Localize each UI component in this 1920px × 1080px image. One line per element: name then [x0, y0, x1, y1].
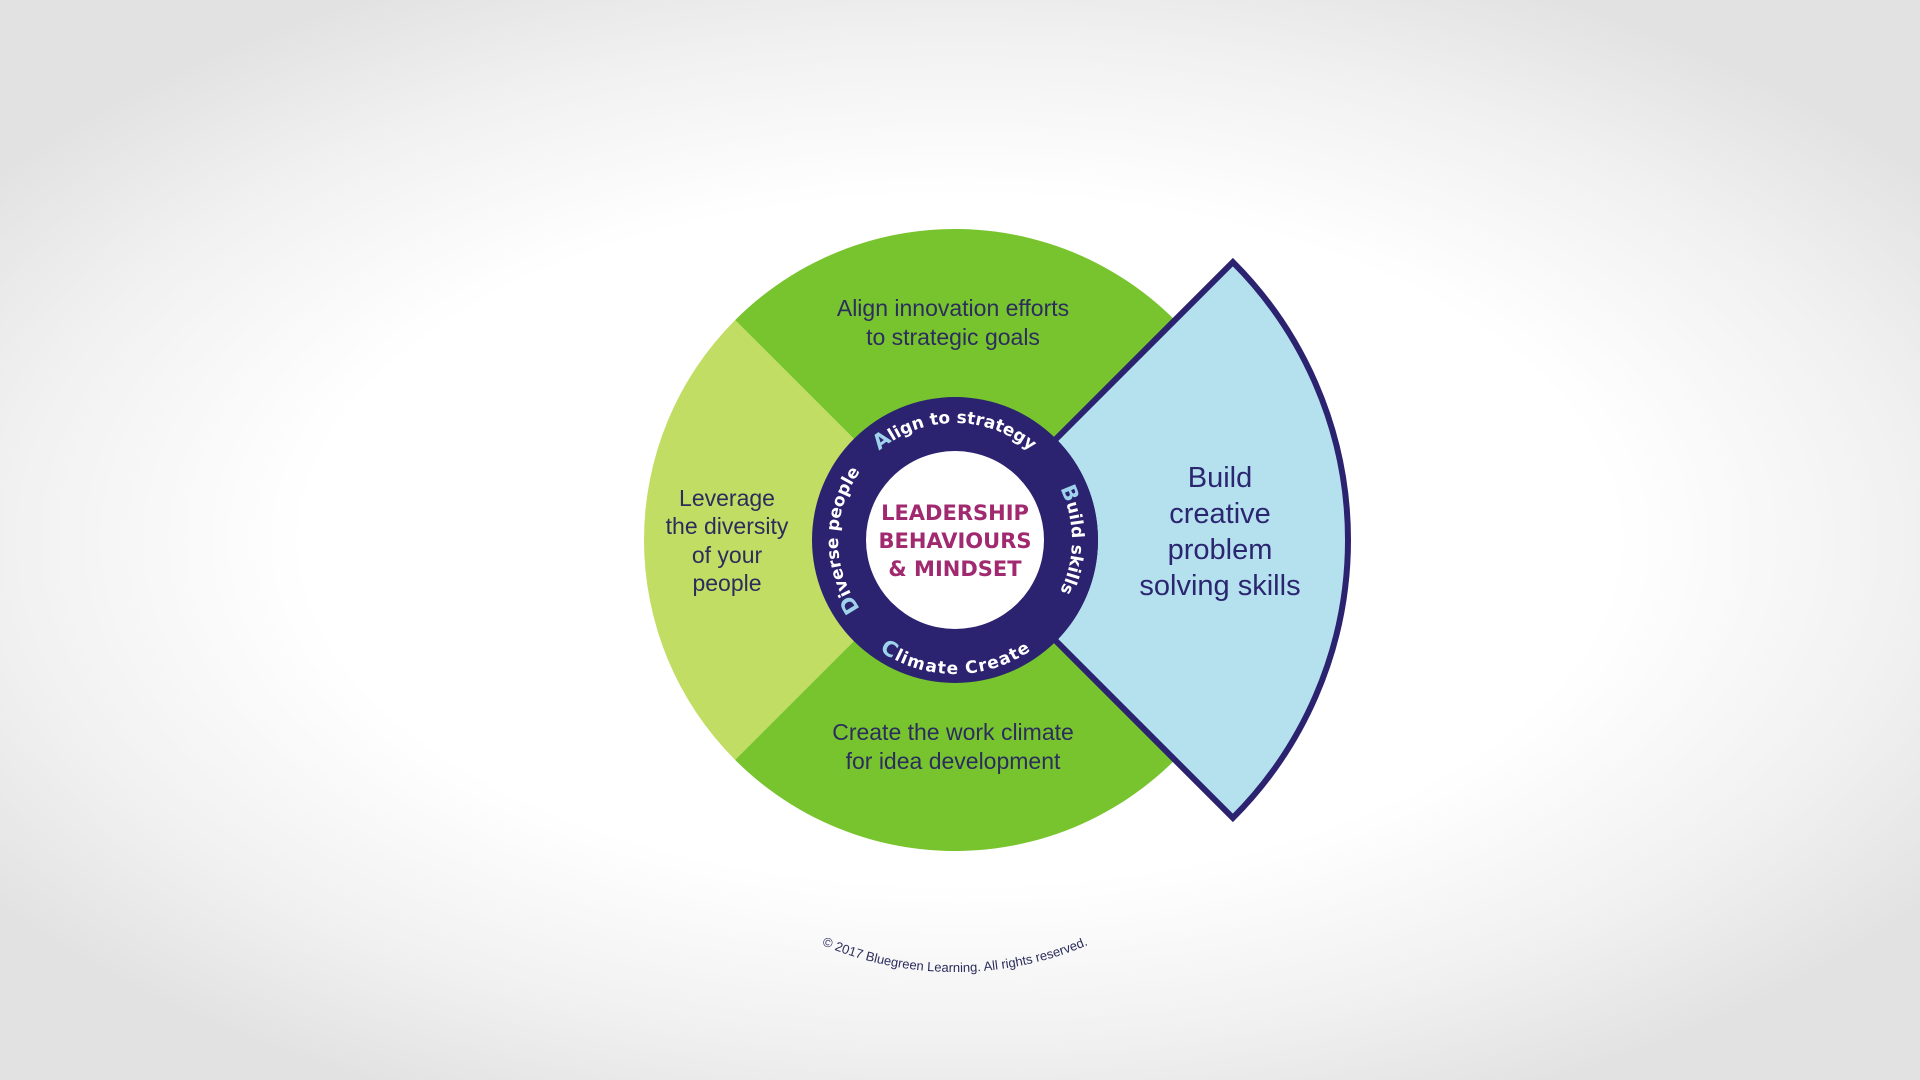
center-title-line-2: BEHAVIOURS [878, 529, 1031, 553]
segment-left-line-1: Leverage [679, 485, 775, 511]
segment-left[interactable] [644, 320, 857, 760]
segment-bottom-line-2: for idea development [846, 748, 1061, 774]
copyright-notice: © 2017 Bluegreen Learning. All rights re… [821, 934, 1090, 975]
segment-left-line-3: of your [692, 542, 763, 568]
segment-left-line-4: people [692, 570, 761, 596]
segment-top-line-1: Align innovation efforts [837, 295, 1069, 321]
center-circle[interactable] [866, 451, 1044, 629]
segment-right-line-2: creative [1169, 498, 1271, 530]
segment-bottom-line-1: Create the work climate [832, 719, 1074, 745]
segment-right-line-4: solving skills [1139, 570, 1300, 602]
center-title-line-3: & MINDSET [888, 557, 1022, 581]
center-title-line-1: LEADERSHIP [881, 501, 1029, 525]
segment-top-line-2: to strategic goals [866, 324, 1040, 350]
segment-right-line-3: problem [1168, 534, 1273, 566]
segment-right-line-1: Build [1188, 462, 1253, 494]
segment-left-line-2: the diversity [666, 513, 789, 539]
